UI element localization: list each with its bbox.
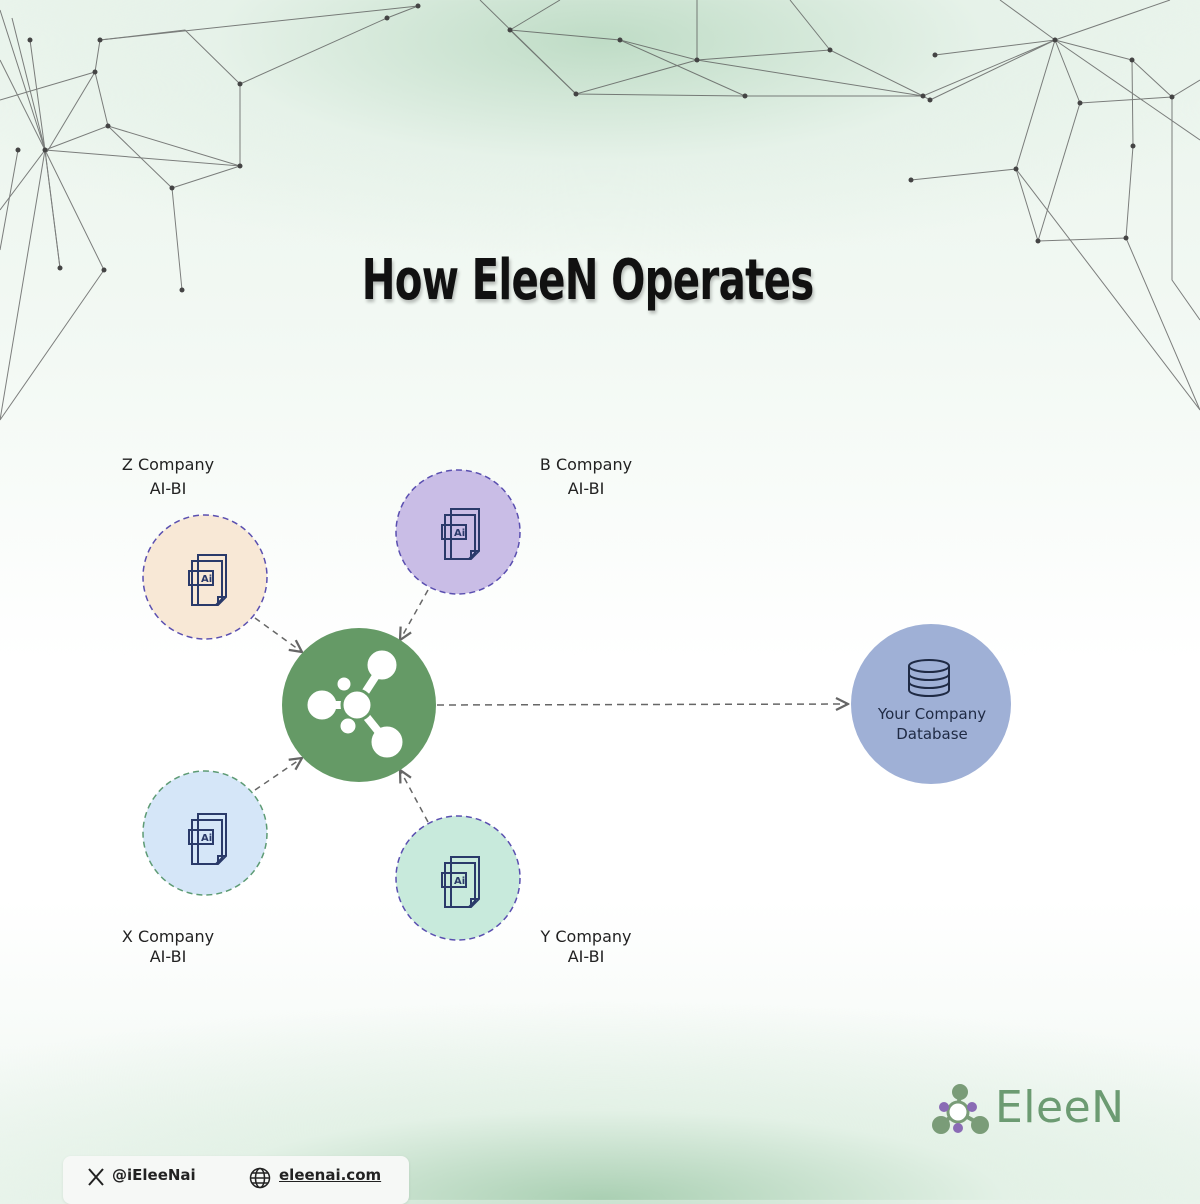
eleen-logo-icon: [932, 1084, 989, 1134]
footer-bar: @iEleeNai eleenai.com: [63, 1156, 409, 1204]
arrow-z-to-hub: [254, 617, 302, 652]
x-twitter-icon[interactable]: [87, 1168, 105, 1186]
network-hub-icon: [307, 650, 403, 758]
arrow-x-to-hub: [254, 758, 302, 791]
arrow-y-to-hub: [400, 770, 429, 823]
node-eleen-hub: [282, 628, 436, 782]
ai-file-icon: Ai: [441, 508, 480, 560]
arrow-b-to-hub: [400, 589, 429, 640]
website-link[interactable]: eleenai.com: [279, 1166, 382, 1184]
node-x-company: Ai: [142, 770, 268, 896]
node-z-company: Ai: [142, 514, 268, 640]
brand-name: EleeN: [995, 1082, 1125, 1133]
svg-text:Ai: Ai: [454, 528, 465, 539]
network-background-decoration: [0, 0, 1200, 421]
svg-text:Ai: Ai: [454, 876, 465, 887]
node-company-database: [851, 624, 1011, 784]
ai-file-icon: Ai: [188, 554, 227, 606]
node-b-company: Ai: [395, 469, 521, 595]
social-handle-link[interactable]: @iEleeNai: [112, 1166, 196, 1184]
globe-icon: [249, 1167, 271, 1189]
ai-file-icon: Ai: [441, 856, 480, 908]
svg-text:Ai: Ai: [201, 833, 212, 844]
node-y-company: Ai: [395, 815, 521, 941]
ai-file-icon: Ai: [188, 813, 227, 865]
database-icon: [908, 659, 950, 697]
arrow-hub-to-database: [436, 704, 848, 705]
page-title: How EleeN Operates: [361, 248, 815, 313]
svg-text:Ai: Ai: [201, 574, 212, 585]
